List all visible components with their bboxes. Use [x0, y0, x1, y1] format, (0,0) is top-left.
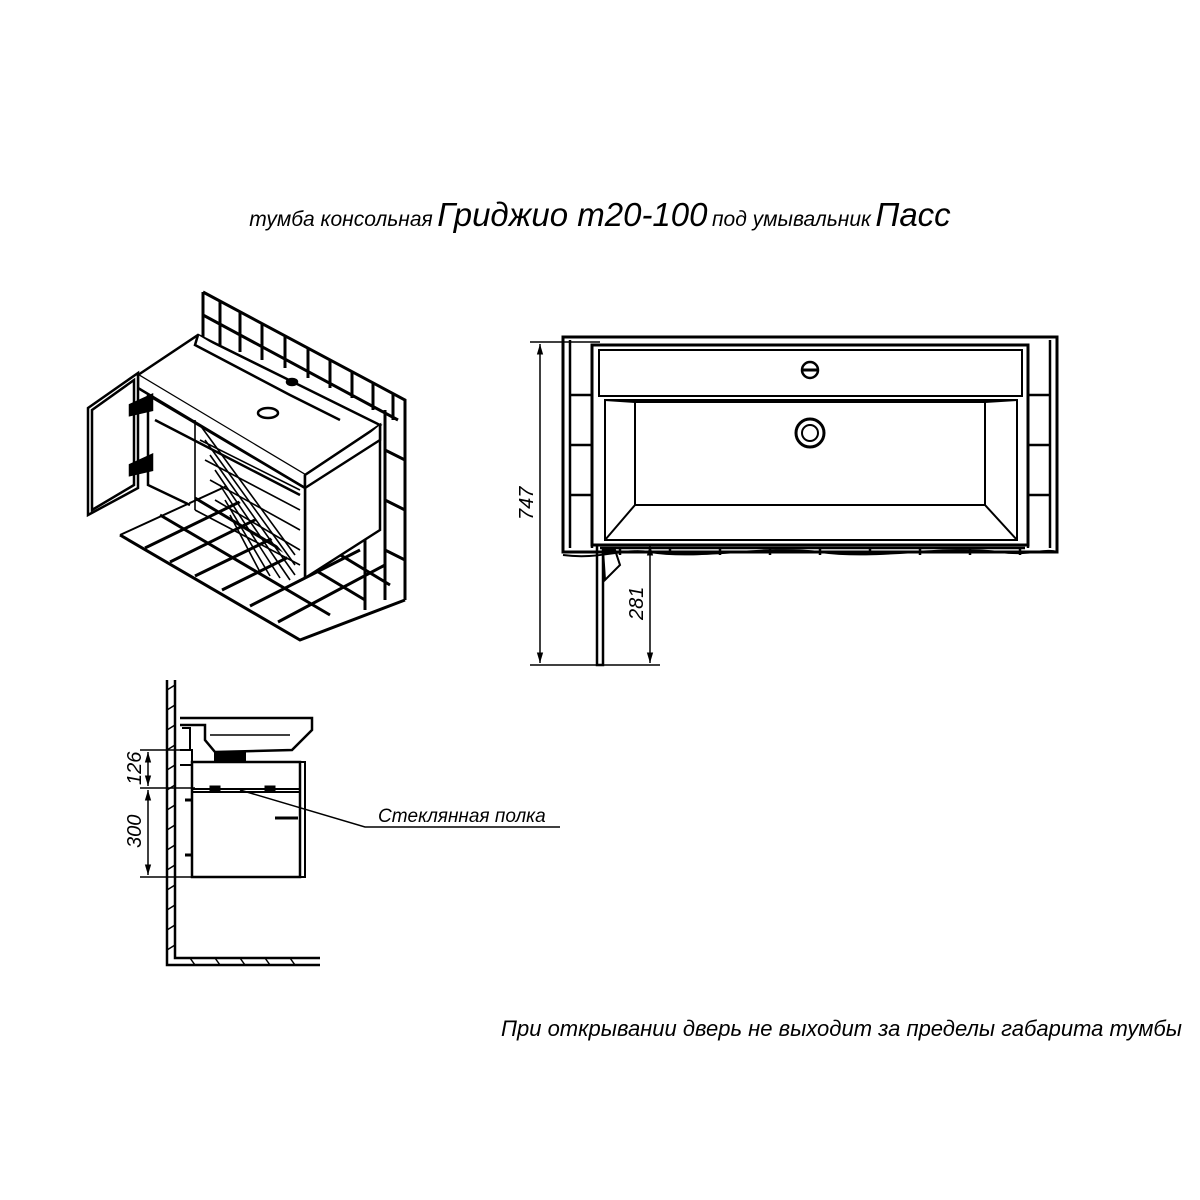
- dim-label-747: 747: [516, 486, 538, 520]
- isometric-view: [86, 290, 407, 642]
- glass-shelf-leader: [239, 789, 560, 828]
- iso-interior-hatch: [194, 420, 301, 581]
- side-view: [140, 680, 560, 967]
- title-part1: тумба консольная: [249, 208, 433, 231]
- iso-cabinet: [86, 333, 383, 581]
- iso-wall-tiles: [201, 290, 407, 610]
- drawing-title: тумба консольная Гриджио т20-100 под умы…: [0, 196, 1200, 234]
- drain-icon: [794, 417, 826, 449]
- front-floor-line: [562, 549, 1058, 558]
- sink-outline: [590, 343, 1030, 547]
- support-leg: [595, 545, 605, 667]
- dim-label-126: 126: [124, 751, 146, 785]
- title-sink: Пасс: [875, 196, 951, 233]
- dim-label-281: 281: [626, 587, 648, 621]
- dim-747: [530, 341, 660, 666]
- title-part2: под умывальник: [711, 208, 871, 231]
- title-model: Гриджио т20-100: [437, 196, 708, 233]
- dim-label-300: 300: [124, 815, 146, 848]
- side-wall: [165, 680, 320, 967]
- glass-shelf-label: Стеклянная полка: [378, 806, 546, 827]
- dim-126-300: [140, 749, 195, 878]
- footer-note: При открывании дверь не выходит за преде…: [501, 1016, 1182, 1041]
- front-view: [530, 335, 1059, 667]
